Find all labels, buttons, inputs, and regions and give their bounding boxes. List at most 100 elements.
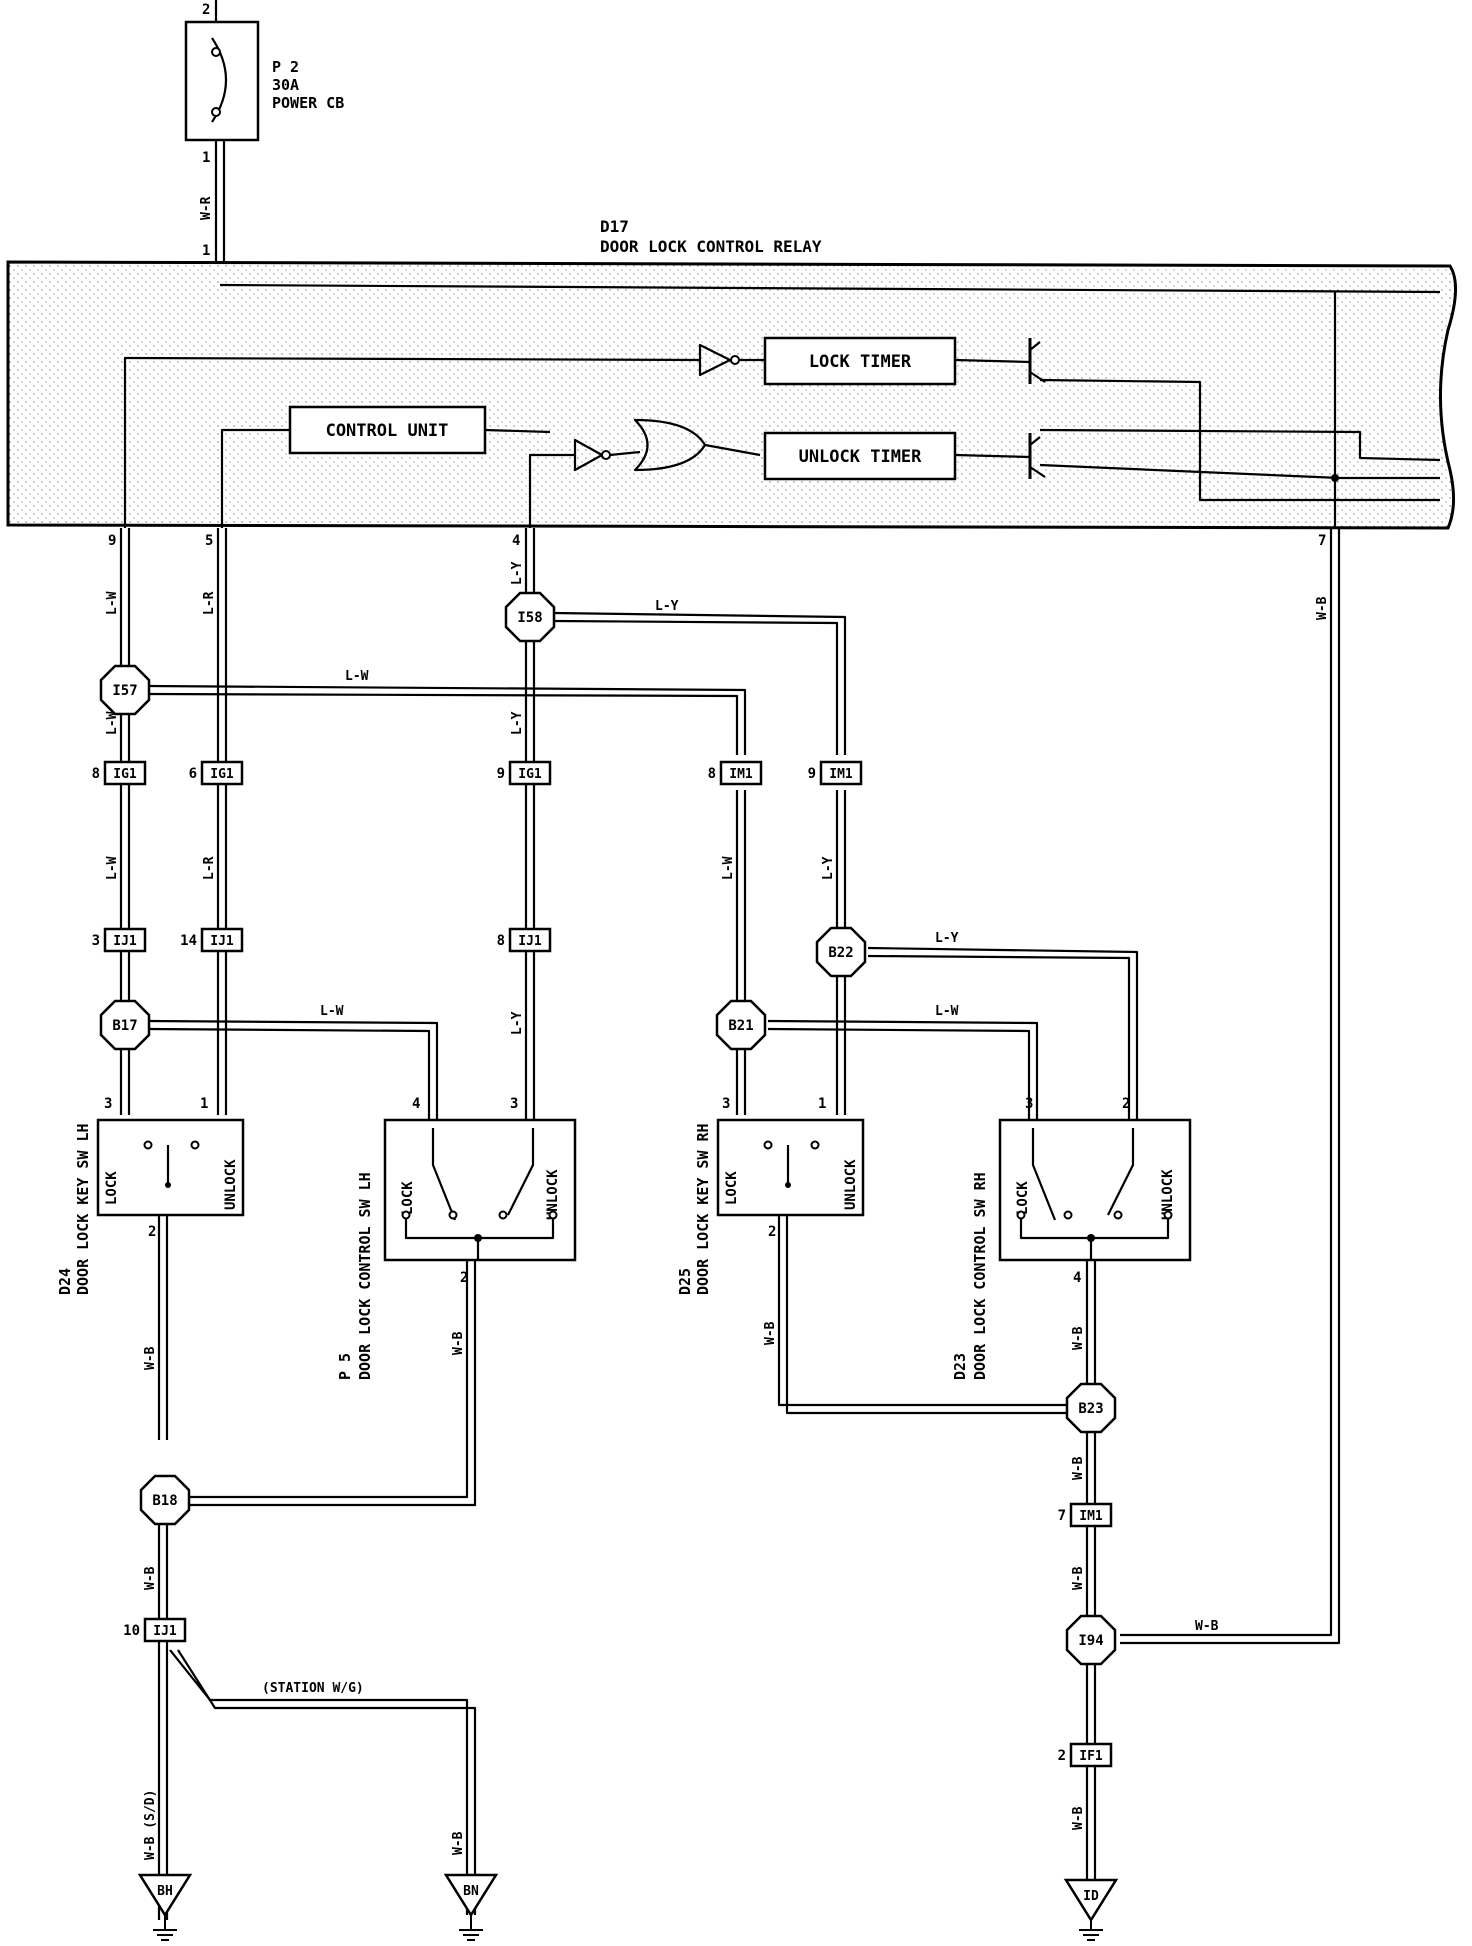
- switch-code: D25: [676, 1268, 694, 1295]
- wire-label: L-Y: [510, 1011, 525, 1035]
- wire-label: W-B: [1071, 1456, 1086, 1480]
- connector-pin: 14: [180, 933, 197, 949]
- junction-label: B22: [828, 945, 853, 961]
- switch-pin: 3: [1025, 1096, 1033, 1112]
- switch-lock-label: LOCK: [104, 1171, 120, 1205]
- switch-pin: 2: [1122, 1096, 1130, 1112]
- breaker-pin-top: 2: [202, 2, 210, 18]
- ground-id: ID: [1063, 1878, 1119, 1941]
- lock-timer-label: LOCK TIMER: [809, 352, 912, 372]
- relay-name: DOOR LOCK CONTROL RELAY: [600, 237, 822, 256]
- connector-box: [508, 927, 552, 953]
- switch-pin: 1: [818, 1096, 826, 1112]
- connector-box: [1069, 1742, 1113, 1768]
- connector-box: [200, 927, 244, 953]
- breaker-type: POWER CB: [272, 94, 344, 112]
- connector-name: IG1: [518, 767, 542, 782]
- wire-label: L-Y: [510, 561, 525, 585]
- connector-name: IJ1: [153, 1624, 177, 1639]
- wire-label: L-W: [320, 1004, 344, 1019]
- breaker-rating: 30A: [272, 76, 299, 94]
- switch-pin: 2: [768, 1224, 776, 1240]
- connector-box: [143, 1617, 187, 1643]
- unlock-timer: [763, 431, 957, 481]
- relay-pin-7: 7: [1318, 533, 1326, 549]
- switch-code: P 5: [336, 1353, 354, 1380]
- switch-unlock-label: UNLOCK: [1160, 1169, 1176, 1220]
- wire-label: W-B: [1071, 1566, 1086, 1590]
- connector-name: IM1: [829, 767, 853, 782]
- switch-pin: 4: [412, 1096, 420, 1112]
- ground-label: ID: [1083, 1889, 1099, 1904]
- wire-label: L-W: [105, 711, 120, 735]
- harness-wires: [119, 528, 1341, 1920]
- junction-octagon: [1065, 1614, 1117, 1666]
- connector-pin: 6: [189, 766, 197, 782]
- wire-label: W-B: [1071, 1326, 1086, 1350]
- connector-name: IJ1: [210, 934, 234, 949]
- ground-bn: BN: [443, 1873, 499, 1941]
- switch-unlock-label: UNLOCK: [223, 1159, 239, 1210]
- connector-name: IJ1: [113, 934, 137, 949]
- junction-label: B17: [112, 1018, 137, 1034]
- connector-box: [719, 760, 763, 786]
- wire-label-wr: W-R: [199, 196, 214, 220]
- ground-label: BH: [157, 1884, 173, 1899]
- switch-name: DOOR LOCK CONTROL SW LH: [356, 1172, 374, 1380]
- wire-label: W-B: [451, 1331, 466, 1355]
- relay-pin-9: 9: [108, 533, 116, 549]
- wire-label: L-W: [721, 856, 736, 880]
- switch-pin: 4: [1073, 1270, 1081, 1286]
- wire-label: L-W: [345, 669, 369, 684]
- junction-octagon: [99, 999, 151, 1051]
- junction-label: B21: [728, 1018, 753, 1034]
- connector-box: [103, 760, 147, 786]
- switch-pin: 2: [148, 1224, 156, 1240]
- junction-label: B18: [152, 1493, 177, 1509]
- wire-label: W-B: [763, 1321, 778, 1345]
- wire-label: W-B: [1195, 1619, 1219, 1634]
- switch-name: DOOR LOCK KEY SW LH: [74, 1123, 92, 1295]
- door-lock-key-switch-lh: LOCK UNLOCK 3 1 2 D24 DOOR LOCK KEY SW L…: [56, 1096, 245, 1295]
- wire-label: W-B: [143, 1566, 158, 1590]
- junction-octagon: [715, 999, 767, 1051]
- switch-code: D23: [951, 1353, 969, 1380]
- wire-label: L-W: [935, 1004, 959, 1019]
- switch-unlock-label: UNLOCK: [545, 1169, 561, 1220]
- wire-label: W-B (S/D): [143, 1790, 158, 1860]
- connector-pin: 8: [708, 766, 716, 782]
- junction-label: I58: [517, 610, 542, 626]
- control-unit-label: CONTROL UNIT: [326, 421, 449, 441]
- wire-label: L-Y: [935, 931, 959, 946]
- switch-pin: 3: [104, 1096, 112, 1112]
- door-lock-control-switch-lh: LOCK UNLOCK 4 3 2 P 5 DOOR LOCK CONTROL …: [336, 1096, 577, 1380]
- connector-pin: 9: [808, 766, 816, 782]
- connector-box: [103, 927, 147, 953]
- connector-box: [819, 760, 863, 786]
- ground-label: BN: [463, 1884, 479, 1899]
- relay-pin-5: 5: [205, 533, 213, 549]
- junction-octagon: [815, 926, 867, 978]
- connector-name: IM1: [729, 767, 753, 782]
- switch-pin: 2: [460, 1270, 468, 1286]
- connector-name: IF1: [1079, 1749, 1103, 1764]
- junction-label: I57: [112, 683, 137, 699]
- switch-unlock-label: UNLOCK: [843, 1159, 859, 1210]
- relay-code: D17: [600, 217, 629, 236]
- wire-label: W-B: [1315, 596, 1330, 620]
- connector-ij1: IJ1 14: [180, 927, 244, 953]
- wire-labels: L-W L-R L-Y L-Y L-W L-W L-W L-R L-Y L-W …: [105, 561, 1330, 1860]
- switch-name: DOOR LOCK CONTROL SW RH: [971, 1172, 989, 1380]
- breaker-name: P 2: [272, 58, 299, 76]
